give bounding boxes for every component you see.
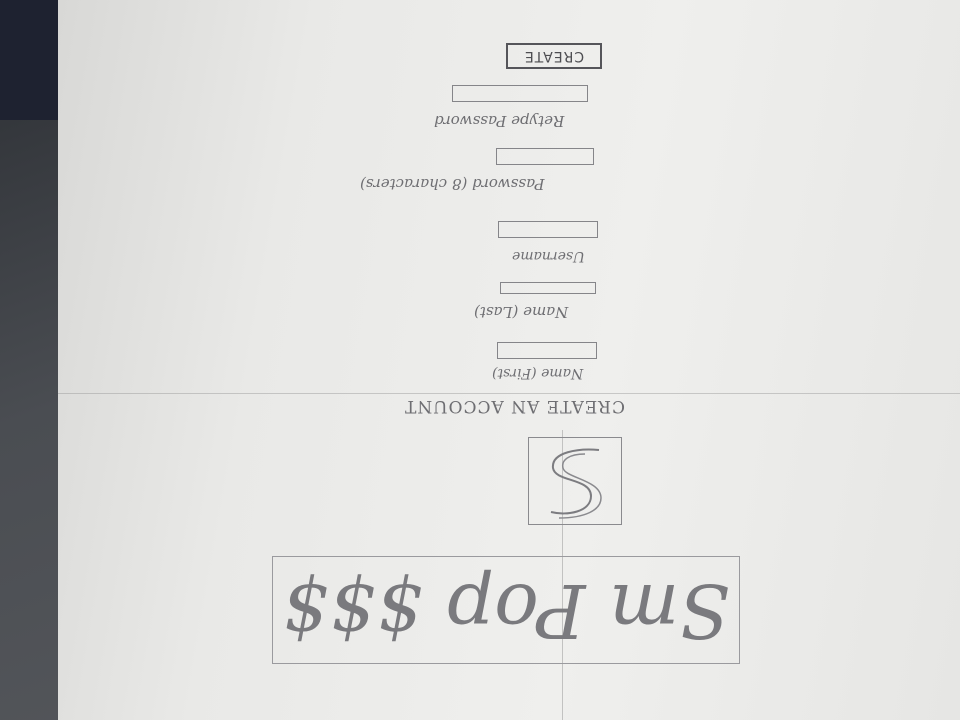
logo-banner: [272, 556, 740, 664]
first-name-field[interactable]: [497, 342, 597, 359]
create-button[interactable]: CREATE: [506, 43, 602, 69]
password-label: Password (8 characters): [360, 175, 545, 193]
paper-sketch: [58, 0, 960, 720]
logo-text: Sm Pop $$$: [282, 567, 730, 653]
password-field[interactable]: [496, 148, 594, 165]
paper-fold-horizontal: [58, 393, 960, 394]
first-name-label: Name (First): [492, 365, 584, 381]
retype-password-label: Retype Password: [434, 112, 565, 130]
username-label: Username: [512, 248, 585, 264]
retype-password-field[interactable]: [452, 85, 588, 102]
app-logo-icon: [528, 437, 622, 525]
username-field[interactable]: [498, 221, 598, 238]
paper-fold-vertical: [562, 430, 563, 720]
s-curve-icon: [550, 448, 602, 519]
last-name-label: Name (Last): [474, 303, 569, 321]
last-name-field[interactable]: [500, 282, 596, 294]
page-title: CREATE AN ACCOUNT: [404, 396, 626, 416]
